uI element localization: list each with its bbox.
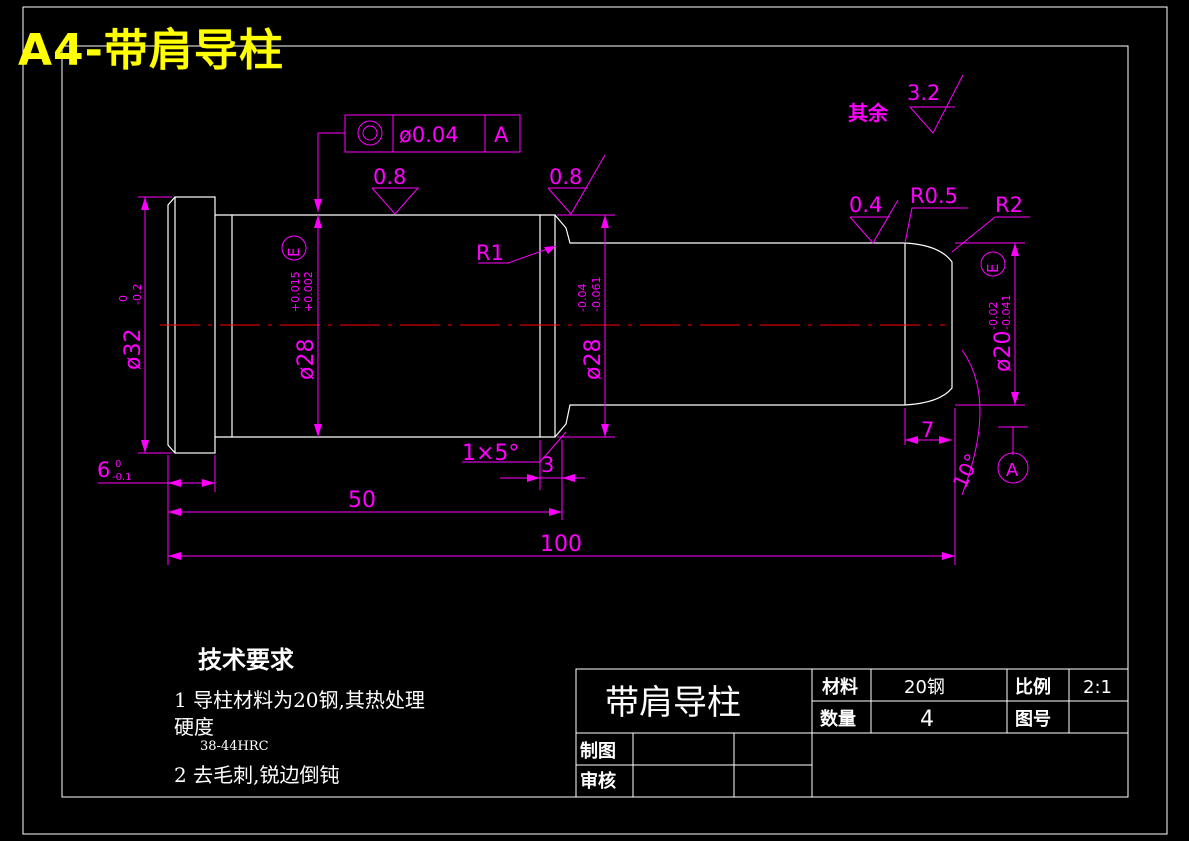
scale-value: 2:1: [1083, 677, 1112, 698]
dim-d28b: ø28: [581, 339, 606, 380]
roughness-other-value: 3.2: [907, 81, 940, 105]
drawing-title: A4-带肩导柱: [18, 25, 284, 76]
dim-len7: 7: [921, 418, 934, 442]
drawn-label: 制图: [580, 741, 616, 762]
dim-chamfer: 1×5°: [462, 441, 519, 466]
dim-d32-lower: -0.2: [131, 284, 144, 305]
material-value: 20钢: [904, 677, 945, 698]
radius-r1: R1: [476, 241, 504, 265]
roughness-a: 0.8: [373, 165, 406, 189]
drawing-no-label: 图号: [1015, 709, 1051, 730]
dimension-texts: ø32 0 -0.2 ø28 +0.015 +0.002 ø28 -0.04 -…: [97, 81, 1023, 557]
tech-req-title: 技术要求: [198, 645, 294, 674]
radius-r2: R2: [995, 193, 1023, 217]
dim-shoulder-upper: 0: [115, 459, 121, 470]
roughness-other-label: 其余: [848, 101, 889, 125]
title-block: [575, 668, 1129, 798]
envelope-b: E: [984, 264, 1002, 273]
tech-req-line1c: 38-44HRC: [200, 739, 269, 754]
dim-angle10: 10°: [948, 450, 985, 492]
dim-d28b-upper: -0.04: [576, 284, 589, 312]
dim-d28a: ø28: [294, 339, 319, 380]
dim-len50: 50: [348, 488, 376, 513]
dim-d20-upper: -0.02: [987, 302, 1000, 330]
dim-d28a-upper: +0.015: [289, 271, 302, 312]
dim-d32: ø32: [121, 329, 146, 370]
dim-d28a-lower: +0.002: [302, 271, 315, 312]
tolerance-value: ø0.04: [399, 123, 459, 147]
dim-d32-upper: 0: [117, 295, 130, 302]
roughness-b: 0.8: [549, 165, 582, 189]
dim-shoulder: 6: [97, 458, 110, 482]
tech-req-line1b: 硬度: [174, 715, 214, 739]
part-name: 带肩导柱: [605, 683, 741, 723]
material-label: 材料: [822, 676, 858, 698]
arrowheads: [141, 197, 1019, 560]
qty-label: 数量: [820, 708, 856, 730]
dim-d20-lower: -0.041: [1000, 295, 1013, 330]
dim-d20: ø20: [991, 331, 1016, 372]
dim-len100: 100: [540, 532, 582, 557]
tech-req-line1: 1 导柱材料为20钢,其热处理: [174, 688, 425, 712]
dim-d28b-lower: -0.061: [590, 277, 603, 312]
dimension-lines: [98, 74, 1030, 565]
qty-value: 4: [920, 707, 934, 732]
tolerance-datum: A: [494, 123, 509, 147]
outer-border: [22, 6, 1168, 835]
checked-label: 审核: [580, 770, 616, 792]
radius-r05: R0.5: [910, 184, 958, 208]
dim-len3: 3: [541, 453, 554, 477]
title-block-texts: 带肩导柱 材料 20钢 比例 2:1 数量 4 图号 制图 审核: [580, 676, 1112, 792]
datum-a-label: A: [1006, 460, 1019, 481]
dim-shoulder-lower: -0.1: [112, 472, 132, 483]
envelope-a: E: [285, 248, 303, 257]
roughness-c: 0.4: [849, 193, 882, 217]
tech-req-line2: 2 去毛刺,锐边倒钝: [174, 763, 340, 787]
scale-label: 比例: [1015, 676, 1051, 698]
